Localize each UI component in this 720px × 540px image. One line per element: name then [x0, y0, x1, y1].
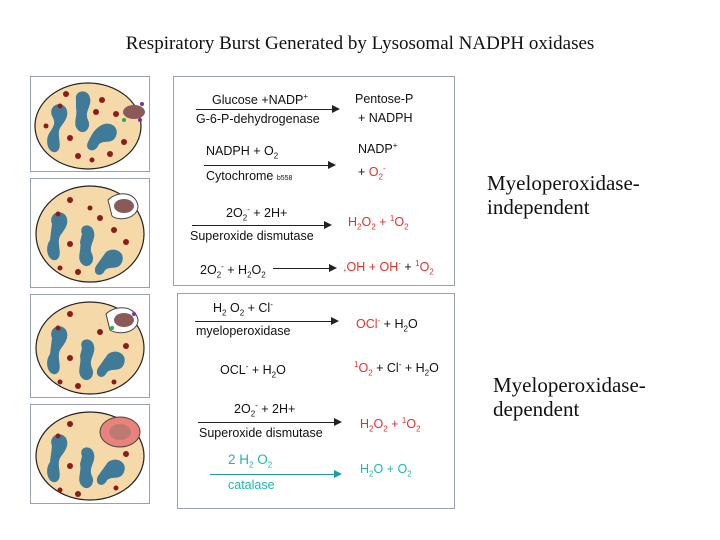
lower-reaction-1-left: H2 O2 + Cl- — [213, 300, 273, 318]
reaction-4-left: 2O2- + H2O2 — [200, 262, 266, 280]
lower-reaction-4-right: H2O + O2 — [360, 462, 412, 479]
reaction-2-arrow — [204, 161, 336, 169]
reaction-2-right-bottom: + O2- — [358, 164, 386, 182]
nucleus — [75, 91, 91, 133]
reaction-panel-dependent — [177, 293, 455, 509]
lower-reaction-3-right: H2O2 + 1O2 — [360, 416, 421, 434]
page-title: Respiratory Burst Generated by Lysosomal… — [125, 33, 595, 54]
reaction-2-enzyme: Cytochrome b558 — [206, 169, 293, 183]
label-myeloperoxidase-dependent: Myeloperoxidase- dependent — [493, 373, 646, 421]
nucleus — [96, 459, 125, 485]
nucleus — [87, 123, 117, 151]
reaction-1-right-bottom: + NADPH — [358, 111, 413, 125]
lower-reaction-3-arrow — [198, 418, 342, 426]
nucleus — [96, 351, 125, 377]
lower-reaction-4-enzyme: catalase — [228, 478, 275, 492]
granules — [43, 91, 127, 163]
reaction-3-arrow — [192, 221, 332, 229]
cell-panel-4 — [30, 404, 150, 504]
reaction-1-right-top: Pentose-P — [355, 92, 414, 106]
reaction-4-arrow — [273, 264, 337, 272]
lower-reaction-2-left: OCL- + H2O — [220, 362, 286, 380]
cell-panel-1 — [30, 76, 150, 172]
nucleus — [47, 104, 68, 153]
cell-panel-2 — [30, 178, 150, 288]
nucleus — [47, 434, 68, 483]
nucleus — [79, 339, 95, 381]
label-myeloperoxidase-independent: Myeloperoxidase- independent — [487, 171, 640, 219]
lower-reaction-1-right: OCl- + H2O — [356, 316, 418, 334]
reaction-2-left: NADPH + O2 — [206, 144, 279, 161]
granules — [55, 311, 129, 389]
granules — [55, 197, 129, 275]
reaction-1-enzyme: G-6-P-dehydrogenase — [196, 112, 320, 126]
nucleus — [47, 212, 68, 261]
bacterium — [114, 313, 134, 327]
reaction-1-left: Glucose +NADP+ — [212, 92, 309, 108]
nucleus — [79, 225, 95, 267]
cell-panel-3 — [30, 294, 150, 398]
lower-reaction-3-left: 2O2- + 2H+ — [234, 401, 296, 419]
lower-reaction-4-left: 2 H2 O2 — [228, 452, 273, 470]
lower-reaction-2-right: 1O2 + Cl- + H2O — [354, 360, 439, 378]
lower-reaction-4-arrow — [210, 470, 342, 478]
reaction-3-enzyme: Superoxide dismutase — [190, 229, 314, 243]
reaction-3-left: 2O2- + 2H+ — [226, 205, 288, 223]
bacterium — [123, 105, 145, 119]
lower-reaction-1-enzyme: myeloperoxidase — [196, 324, 291, 338]
lower-reaction-1-arrow — [195, 317, 339, 325]
bacterium — [114, 199, 134, 213]
bacterium — [109, 424, 131, 440]
granules — [55, 421, 129, 497]
reaction-3-right: H2O2 + 1O2 — [348, 214, 409, 232]
reaction-2-right-top: NADP+ — [358, 141, 398, 157]
nucleus — [47, 326, 68, 375]
reaction-panel-independent — [173, 76, 455, 286]
reaction-4-right: .OH + OH- + 1O2 — [343, 259, 434, 277]
lower-reaction-3-enzyme: Superoxide dismutase — [199, 426, 323, 440]
nucleus — [94, 249, 123, 275]
reaction-1-arrow — [196, 105, 340, 113]
nucleus — [79, 447, 95, 489]
